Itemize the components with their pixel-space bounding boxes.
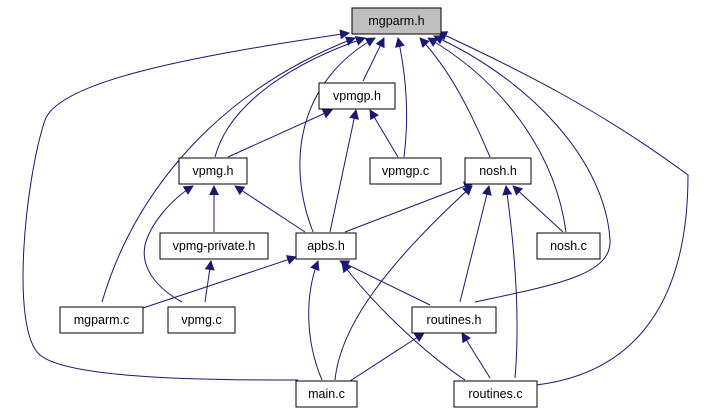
edge-vpmgp-c-to-mgparm-h xyxy=(395,37,408,158)
node-vpmgp-c-label: vpmgp.c xyxy=(382,164,429,178)
node-vpmg-c-label: vpmg.c xyxy=(181,313,221,327)
edge-vpmg-c-to-vpmg-private-h xyxy=(204,260,215,303)
edges xyxy=(22,29,689,386)
edge-mgparm-c-to-mgparm-h xyxy=(101,36,356,303)
node-vpmg-private-h[interactable]: vpmg-private.h xyxy=(159,232,269,260)
edge-apbs-h-to-vpmg-h xyxy=(234,185,306,233)
node-main-c-label: main.c xyxy=(308,387,345,401)
edge-nosh-c-to-nosh-h xyxy=(512,185,564,233)
edge-routines-c-to-mgparm-h xyxy=(437,31,689,386)
edge-vpmgp-h-to-mgparm-h xyxy=(362,37,385,82)
edge-vpmgp-c-to-vpmgp-h xyxy=(369,109,399,158)
edge-routines-h-to-nosh-h xyxy=(459,185,492,303)
edge-main-c-to-nosh-h xyxy=(334,185,473,381)
edge-nosh-h-to-mgparm-h xyxy=(419,37,491,158)
node-mgparm-h[interactable]: mgparm.h xyxy=(351,7,442,35)
node-vpmg-c[interactable]: vpmg.c xyxy=(167,306,236,334)
edge-nosh-c-to-mgparm-h xyxy=(427,37,567,233)
node-vpmg-h-label: vpmg.h xyxy=(193,164,234,178)
edge-vpmg-c-to-vpmg-h xyxy=(143,185,194,303)
node-mgparm-c-label: mgparm.c xyxy=(74,313,130,327)
edge-mgparm-c-to-apbs-h xyxy=(142,255,297,309)
edge-routines-c-to-apbs-h xyxy=(341,262,466,381)
edge-routines-c-to-nosh-h xyxy=(502,185,518,379)
node-routines-h[interactable]: routines.h xyxy=(411,306,497,334)
edge-apbs-h-to-nosh-h xyxy=(344,181,474,233)
node-nosh-h[interactable]: nosh.h xyxy=(464,157,532,185)
edge-apbs-h-to-mgparm-h xyxy=(299,37,376,233)
node-nosh-h-label: nosh.h xyxy=(479,164,517,178)
node-vpmg-h[interactable]: vpmg.h xyxy=(178,157,248,185)
node-vpmgp-h-label: vpmgp.h xyxy=(333,89,381,103)
node-routines-c-label: routines.c xyxy=(468,387,522,401)
node-mgparm-c[interactable]: mgparm.c xyxy=(59,306,144,334)
edge-vpmg-h-to-vpmgp-h xyxy=(227,109,333,158)
node-vpmg-private-h-label: vpmg-private.h xyxy=(173,239,256,253)
node-main-c[interactable]: main.c xyxy=(295,380,358,408)
node-apbs-h-label: apbs.h xyxy=(307,239,345,253)
nodes: mgparm.h vpmgp.h vpmg.h vpmgp.c nosh.h v… xyxy=(59,7,601,408)
edge-main-c-to-mgparm-h xyxy=(22,29,350,381)
node-nosh-c[interactable]: nosh.c xyxy=(536,232,601,260)
node-routines-h-label: routines.h xyxy=(427,313,482,327)
node-mgparm-h-label: mgparm.h xyxy=(368,14,424,28)
node-vpmgp-c[interactable]: vpmgp.c xyxy=(369,157,442,185)
node-vpmgp-h[interactable]: vpmgp.h xyxy=(318,82,396,110)
edge-apbs-h-to-vpmgp-h xyxy=(329,109,360,233)
edge-main-c-to-apbs-h xyxy=(308,260,323,381)
edge-vpmg-h-to-mgparm-h xyxy=(214,36,366,158)
node-nosh-c-label: nosh.c xyxy=(550,239,587,253)
edge-routines-h-to-mgparm-h xyxy=(433,35,611,303)
edge-main-c-to-routines-h xyxy=(349,332,425,382)
node-apbs-h[interactable]: apbs.h xyxy=(295,232,357,260)
node-routines-c[interactable]: routines.c xyxy=(453,380,538,408)
edge-routines-h-to-apbs-h xyxy=(339,260,431,306)
edge-routines-c-to-routines-h xyxy=(461,332,491,379)
